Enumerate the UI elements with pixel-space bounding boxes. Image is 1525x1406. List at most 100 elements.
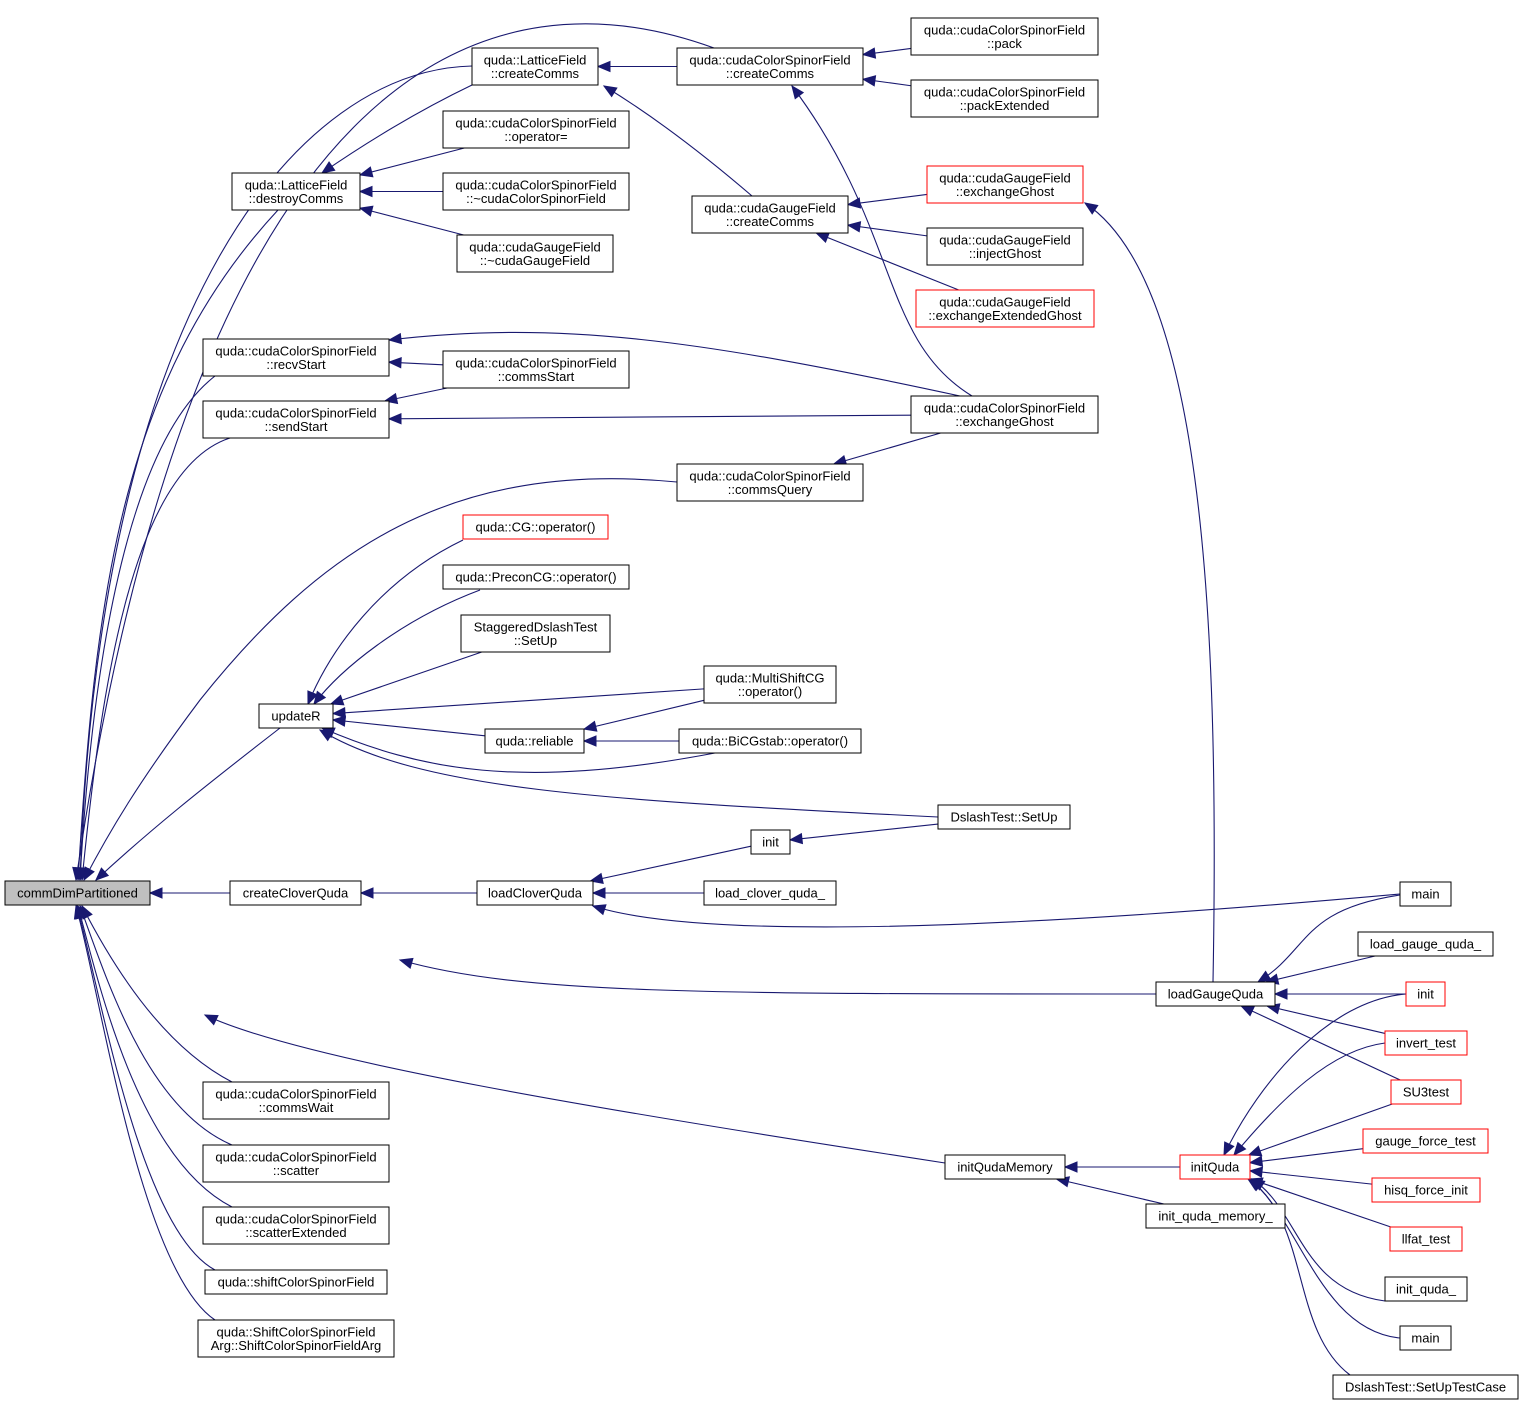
- node-sdt_setup[interactable]: StaggeredDslashTest::SetUp: [460, 614, 611, 653]
- node-cgf_dtor[interactable]: quda::cudaGaugeField::~cudaGaugeField: [456, 234, 614, 273]
- node-reliable[interactable]: quda::reliable: [484, 728, 585, 754]
- node-box[interactable]: [1179, 1154, 1251, 1180]
- node-box[interactable]: [910, 79, 1099, 118]
- node-box[interactable]: [202, 338, 390, 377]
- node-box[interactable]: [750, 829, 791, 855]
- node-ccsf_recvStart[interactable]: quda::cudaColorSpinorField::recvStart: [202, 338, 390, 377]
- node-box[interactable]: [1362, 1128, 1489, 1154]
- node-createCloverQuda[interactable]: createCloverQuda: [229, 880, 362, 906]
- node-box[interactable]: [231, 172, 361, 211]
- node-box[interactable]: [1145, 1203, 1286, 1229]
- node-box[interactable]: [1389, 1226, 1463, 1252]
- node-initQuda[interactable]: initQuda: [1179, 1154, 1251, 1180]
- node-ccsf_commsWait[interactable]: quda::cudaColorSpinorField::commsWait: [202, 1081, 390, 1120]
- node-cgf_exchangeGhost[interactable]: quda::cudaGaugeField::exchangeGhost: [926, 165, 1084, 204]
- node-ccsf_pack[interactable]: quda::cudaColorSpinorField::pack: [910, 17, 1099, 56]
- node-box[interactable]: [229, 880, 362, 906]
- node-box[interactable]: [462, 514, 609, 540]
- node-ccsf_dtor[interactable]: quda::cudaColorSpinorField::~cudaColorSp…: [442, 172, 630, 211]
- node-box[interactable]: [197, 1319, 395, 1358]
- node-ccsf_opeq[interactable]: quda::cudaColorSpinorField::operator=: [442, 110, 630, 149]
- node-box[interactable]: [944, 1154, 1066, 1180]
- node-box[interactable]: [678, 728, 862, 754]
- node-dt_setup[interactable]: DslashTest::SetUp: [937, 804, 1071, 830]
- node-box[interactable]: [703, 665, 837, 704]
- node-main2[interactable]: main: [1399, 1325, 1452, 1351]
- node-box[interactable]: [202, 1081, 390, 1120]
- node-box[interactable]: [1332, 1374, 1519, 1400]
- node-box[interactable]: [442, 350, 630, 389]
- node-box[interactable]: [1357, 931, 1494, 957]
- node-box[interactable]: [1384, 1276, 1468, 1302]
- node-initQudaMemory[interactable]: initQudaMemory: [944, 1154, 1066, 1180]
- node-box[interactable]: [1399, 881, 1452, 907]
- node-box[interactable]: [703, 880, 837, 906]
- node-ccsf_scatterExtended[interactable]: quda::cudaColorSpinorField::scatterExten…: [202, 1206, 390, 1245]
- node-init_quda_memory_[interactable]: init_quda_memory_: [1145, 1203, 1286, 1229]
- node-shiftCSF[interactable]: quda::shiftColorSpinorField: [204, 1269, 388, 1295]
- node-su3test[interactable]: SU3test: [1390, 1079, 1462, 1105]
- node-bicg_op[interactable]: quda::BiCGstab::operator(): [678, 728, 862, 754]
- node-box[interactable]: [937, 804, 1071, 830]
- node-box[interactable]: [1390, 1079, 1462, 1105]
- node-box[interactable]: [1155, 981, 1276, 1007]
- node-ccsf_packExtended[interactable]: quda::cudaColorSpinorField::packExtended: [910, 79, 1099, 118]
- node-box[interactable]: [926, 165, 1084, 204]
- node-box[interactable]: [691, 195, 849, 234]
- node-box[interactable]: [1384, 1030, 1468, 1056]
- node-box[interactable]: [910, 17, 1099, 56]
- node-ccsf_exchangeGhost[interactable]: quda::cudaColorSpinorField::exchangeGhos…: [910, 395, 1099, 434]
- node-main1[interactable]: main: [1399, 881, 1452, 907]
- node-box[interactable]: [1405, 981, 1446, 1007]
- node-root[interactable]: commDimPartitioned: [4, 880, 151, 906]
- node-box[interactable]: [471, 47, 599, 86]
- node-box[interactable]: [202, 1206, 390, 1245]
- node-cgf_injectGhost[interactable]: quda::cudaGaugeField::injectGhost: [926, 227, 1084, 266]
- node-box[interactable]: [442, 172, 630, 211]
- node-shiftCSFArg[interactable]: quda::ShiftColorSpinorFieldArg::ShiftCol…: [197, 1319, 395, 1358]
- node-ccsf_createComms[interactable]: quda::cudaColorSpinorField::createComms: [676, 47, 864, 86]
- node-load_clover_quda_[interactable]: load_clover_quda_: [703, 880, 837, 906]
- node-box[interactable]: [202, 400, 390, 439]
- node-hisq_force_init[interactable]: hisq_force_init: [1371, 1177, 1481, 1203]
- node-box[interactable]: [910, 395, 1099, 434]
- node-box[interactable]: [460, 614, 611, 653]
- node-invert_test[interactable]: invert_test: [1384, 1030, 1468, 1056]
- node-updateR[interactable]: updateR: [258, 703, 334, 729]
- node-box[interactable]: [915, 289, 1095, 328]
- node-box[interactable]: [456, 234, 614, 273]
- node-box[interactable]: [676, 47, 864, 86]
- node-dt_setUpTestCase[interactable]: DslashTest::SetUpTestCase: [1332, 1374, 1519, 1400]
- node-box[interactable]: [4, 880, 151, 906]
- node-loadGaugeQuda[interactable]: loadGaugeQuda: [1155, 981, 1276, 1007]
- node-loadCloverQuda[interactable]: loadCloverQuda: [476, 880, 594, 906]
- node-box[interactable]: [1399, 1325, 1452, 1351]
- node-box[interactable]: [442, 564, 630, 590]
- node-ccsf_scatter[interactable]: quda::cudaColorSpinorField::scatter: [202, 1144, 390, 1183]
- node-cg_op[interactable]: quda::CG::operator(): [462, 514, 609, 540]
- node-mscg_op[interactable]: quda::MultiShiftCG::operator(): [703, 665, 837, 704]
- node-llfat_test[interactable]: llfat_test: [1389, 1226, 1463, 1252]
- node-init_quda_[interactable]: init_quda_: [1384, 1276, 1468, 1302]
- node-init1[interactable]: init: [750, 829, 791, 855]
- node-lf_createComms[interactable]: quda::LatticeField::createComms: [471, 47, 599, 86]
- node-box[interactable]: [258, 703, 334, 729]
- node-box[interactable]: [202, 1144, 390, 1183]
- node-box[interactable]: [1371, 1177, 1481, 1203]
- node-box[interactable]: [926, 227, 1084, 266]
- node-init2[interactable]: init: [1405, 981, 1446, 1007]
- node-preconcg_op[interactable]: quda::PreconCG::operator(): [442, 564, 630, 590]
- node-box[interactable]: [476, 880, 594, 906]
- node-ccsf_commsStart[interactable]: quda::cudaColorSpinorField::commsStart: [442, 350, 630, 389]
- node-cgf_createComms[interactable]: quda::cudaGaugeField::createComms: [691, 195, 849, 234]
- node-box[interactable]: [442, 110, 630, 149]
- node-box[interactable]: [484, 728, 585, 754]
- node-box[interactable]: [204, 1269, 388, 1295]
- node-ccsf_commsQuery[interactable]: quda::cudaColorSpinorField::commsQuery: [676, 463, 864, 502]
- node-lf_destroyComms[interactable]: quda::LatticeField::destroyComms: [231, 172, 361, 211]
- node-ccsf_sendStart[interactable]: quda::cudaColorSpinorField::sendStart: [202, 400, 390, 439]
- node-box[interactable]: [676, 463, 864, 502]
- node-cgf_exchangeExtendedGhost[interactable]: quda::cudaGaugeField::exchangeExtendedGh…: [915, 289, 1095, 328]
- node-load_gauge_quda_[interactable]: load_gauge_quda_: [1357, 931, 1494, 957]
- node-gauge_force_test[interactable]: gauge_force_test: [1362, 1128, 1489, 1154]
